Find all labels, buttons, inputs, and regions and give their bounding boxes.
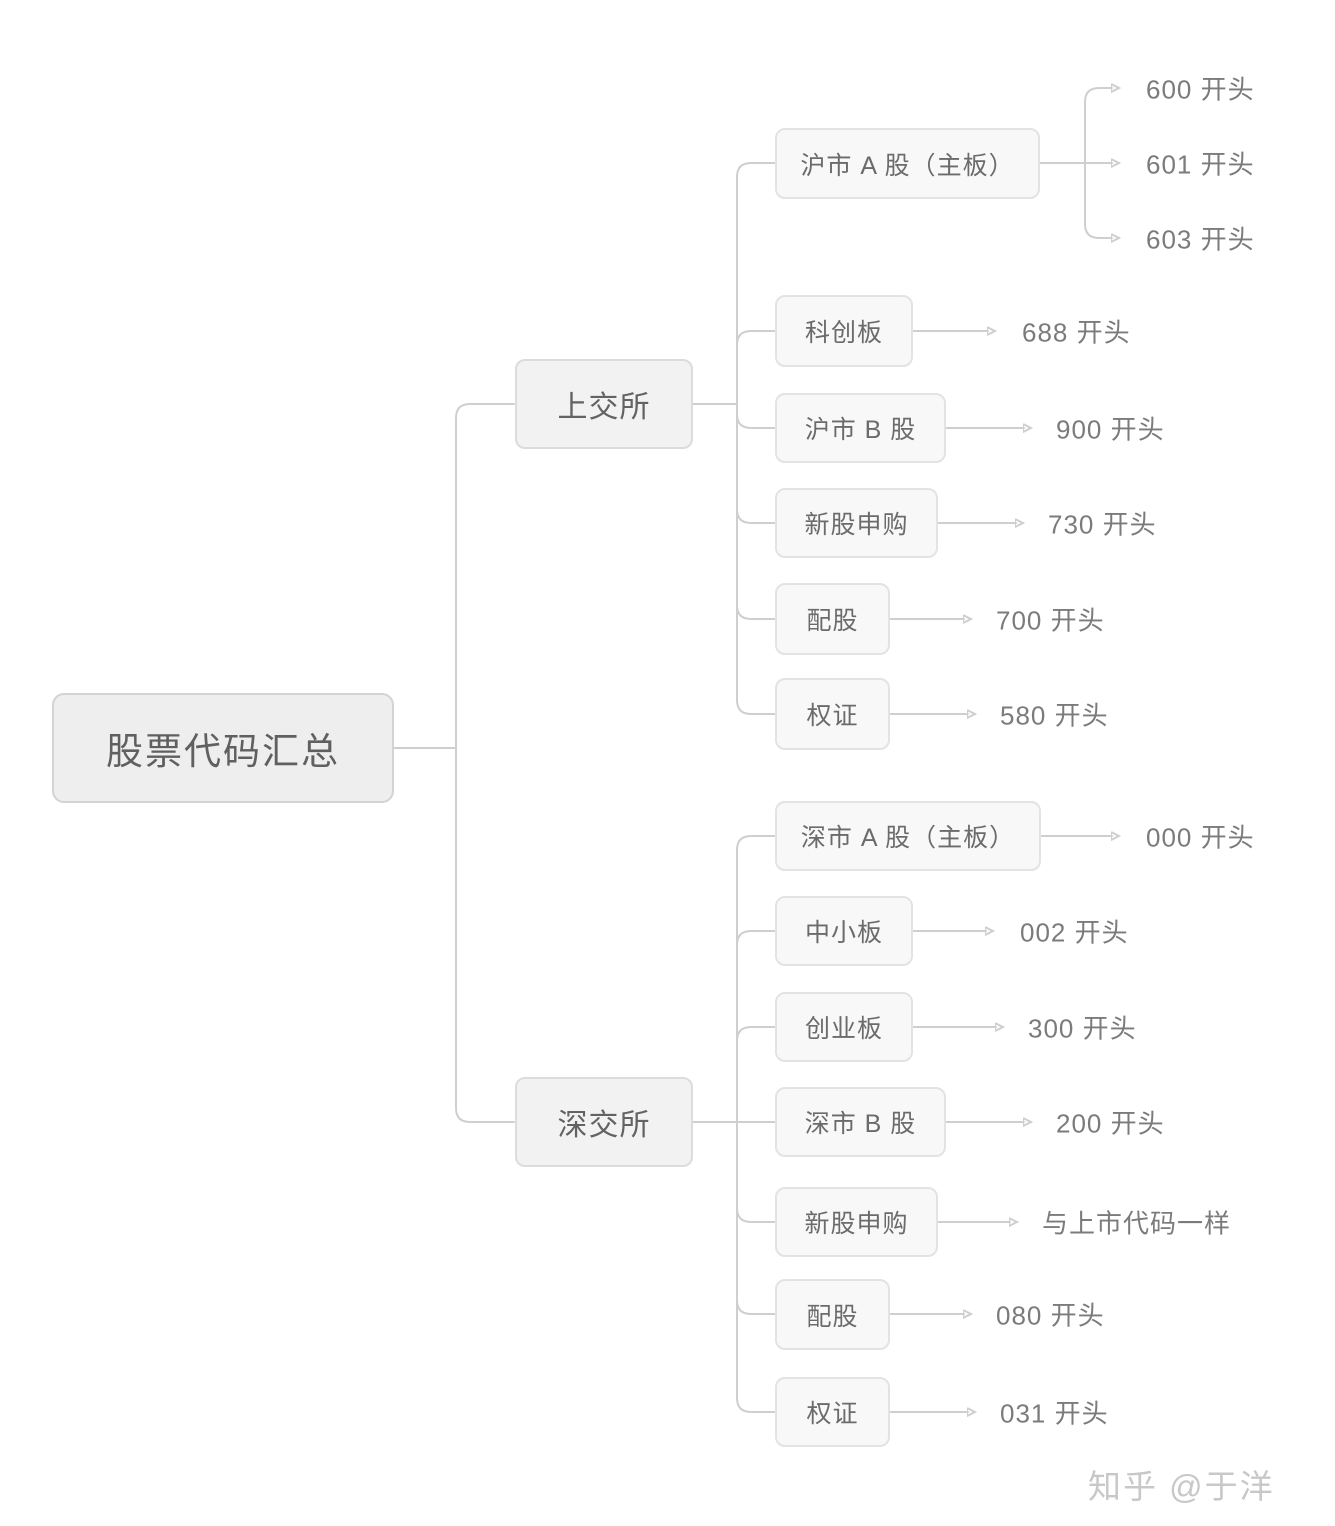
node-chinext: 创业板 [775,992,913,1062]
node-sz-new-share-subscription: 新股申购 [775,1187,938,1257]
connector-sse-sh-b [736,403,776,429]
node-sz-rights-issue-label: 配股 [806,1302,859,1331]
node-sh-warrant-label: 权证 [806,702,859,730]
leaf-580: 580 开头 [1000,700,1109,731]
sse-leaf-connectors [889,88,1112,714]
leaf-031: 031 开头 [1000,1398,1109,1429]
node-chinext-label: 创业板 [804,1015,883,1043]
node-sh-a-main-board: 沪市 A 股（主板） [775,128,1040,199]
node-sme-board-label: 中小板 [804,919,883,947]
leaf-900: 900 开头 [1056,414,1165,445]
leaf-601: 601 开头 [1146,149,1255,180]
leaf-688: 688 开头 [1022,317,1131,348]
leaf-300: 300 开头 [1028,1013,1137,1044]
node-sh-new-share-subscription: 新股申购 [775,488,938,558]
node-branch-szse-label: 深交所 [557,1109,651,1142]
node-sh-b-share-label: 沪市 B 股 [804,416,917,444]
connector-trunk-sse [455,403,515,749]
node-sme-board: 中小板 [775,896,913,966]
leaf-730: 730 开头 [1048,509,1157,540]
connector-szse-chinext [736,1026,776,1123]
connector-sse-sh-rights [736,403,776,620]
node-star-market: 科创板 [775,295,913,367]
connector-szse-sz-ipo [736,1121,776,1223]
node-root-label: 股票代码汇总 [106,731,340,772]
node-sz-warrant: 权证 [775,1377,890,1447]
node-sz-b-share-label: 深市 B 股 [804,1110,917,1138]
node-sh-new-share-subscription-label: 新股申购 [804,511,909,539]
node-sh-warrant: 权证 [775,678,890,750]
leaf-200: 200 开头 [1056,1108,1165,1139]
connector-sse-sh-warrant [736,403,776,715]
connector-leaf-603 [1084,162,1112,238]
connector-szse-sme-board [736,930,776,1123]
leaf-080: 080 开头 [996,1300,1105,1331]
leaf-same-as-listing-code: 与上市代码一样 [1042,1208,1232,1239]
node-sz-warrant-label: 权证 [806,1400,859,1428]
leaf-600: 600 开头 [1146,74,1255,105]
node-sz-rights-issue: 配股 [775,1279,890,1350]
node-sz-b-share: 深市 B 股 [775,1087,946,1157]
node-sh-rights-issue-label: 配股 [806,607,859,635]
leaf-700: 700 开头 [996,605,1105,636]
leaf-603: 603 开头 [1146,224,1255,255]
node-branch-sse-label: 上交所 [557,391,651,424]
node-sz-a-main-board: 深市 A 股（主板） [775,801,1041,871]
node-root: 股票代码汇总 [52,693,394,803]
node-branch-sse: 上交所 [515,359,693,449]
szse-child-connectors [692,835,776,1413]
connector-szse-sz-a-main [736,835,776,1123]
node-branch-szse: 深交所 [515,1077,693,1167]
connector-sse-sh-ipo [736,403,776,524]
leaf-002: 002 开头 [1020,917,1129,948]
connector-szse-sz-warrant [736,1121,776,1413]
node-sz-new-share-subscription-label: 新股申购 [804,1210,909,1238]
sse-child-connectors [692,162,776,715]
node-star-market-label: 科创板 [804,319,883,347]
connector-leaf-600 [1084,88,1112,164]
node-sh-rights-issue: 配股 [775,583,890,655]
leaf-000: 000 开头 [1146,822,1255,853]
connector-szse-sz-rights [736,1121,776,1315]
node-sh-b-share: 沪市 B 股 [775,393,946,463]
watermark: 知乎 @于洋 [1088,1468,1275,1505]
node-sz-a-main-board-label: 深市 A 股（主板） [800,824,1016,852]
node-sh-a-main-board-label: 沪市 A 股（主板） [800,151,1015,180]
connector-sse-star-market [736,330,776,405]
trunk-connectors [393,403,515,1123]
connector-trunk-szse [455,747,515,1123]
szse-leaf-connectors [889,836,1112,1412]
connector-sse-sh-a-main [736,162,776,405]
